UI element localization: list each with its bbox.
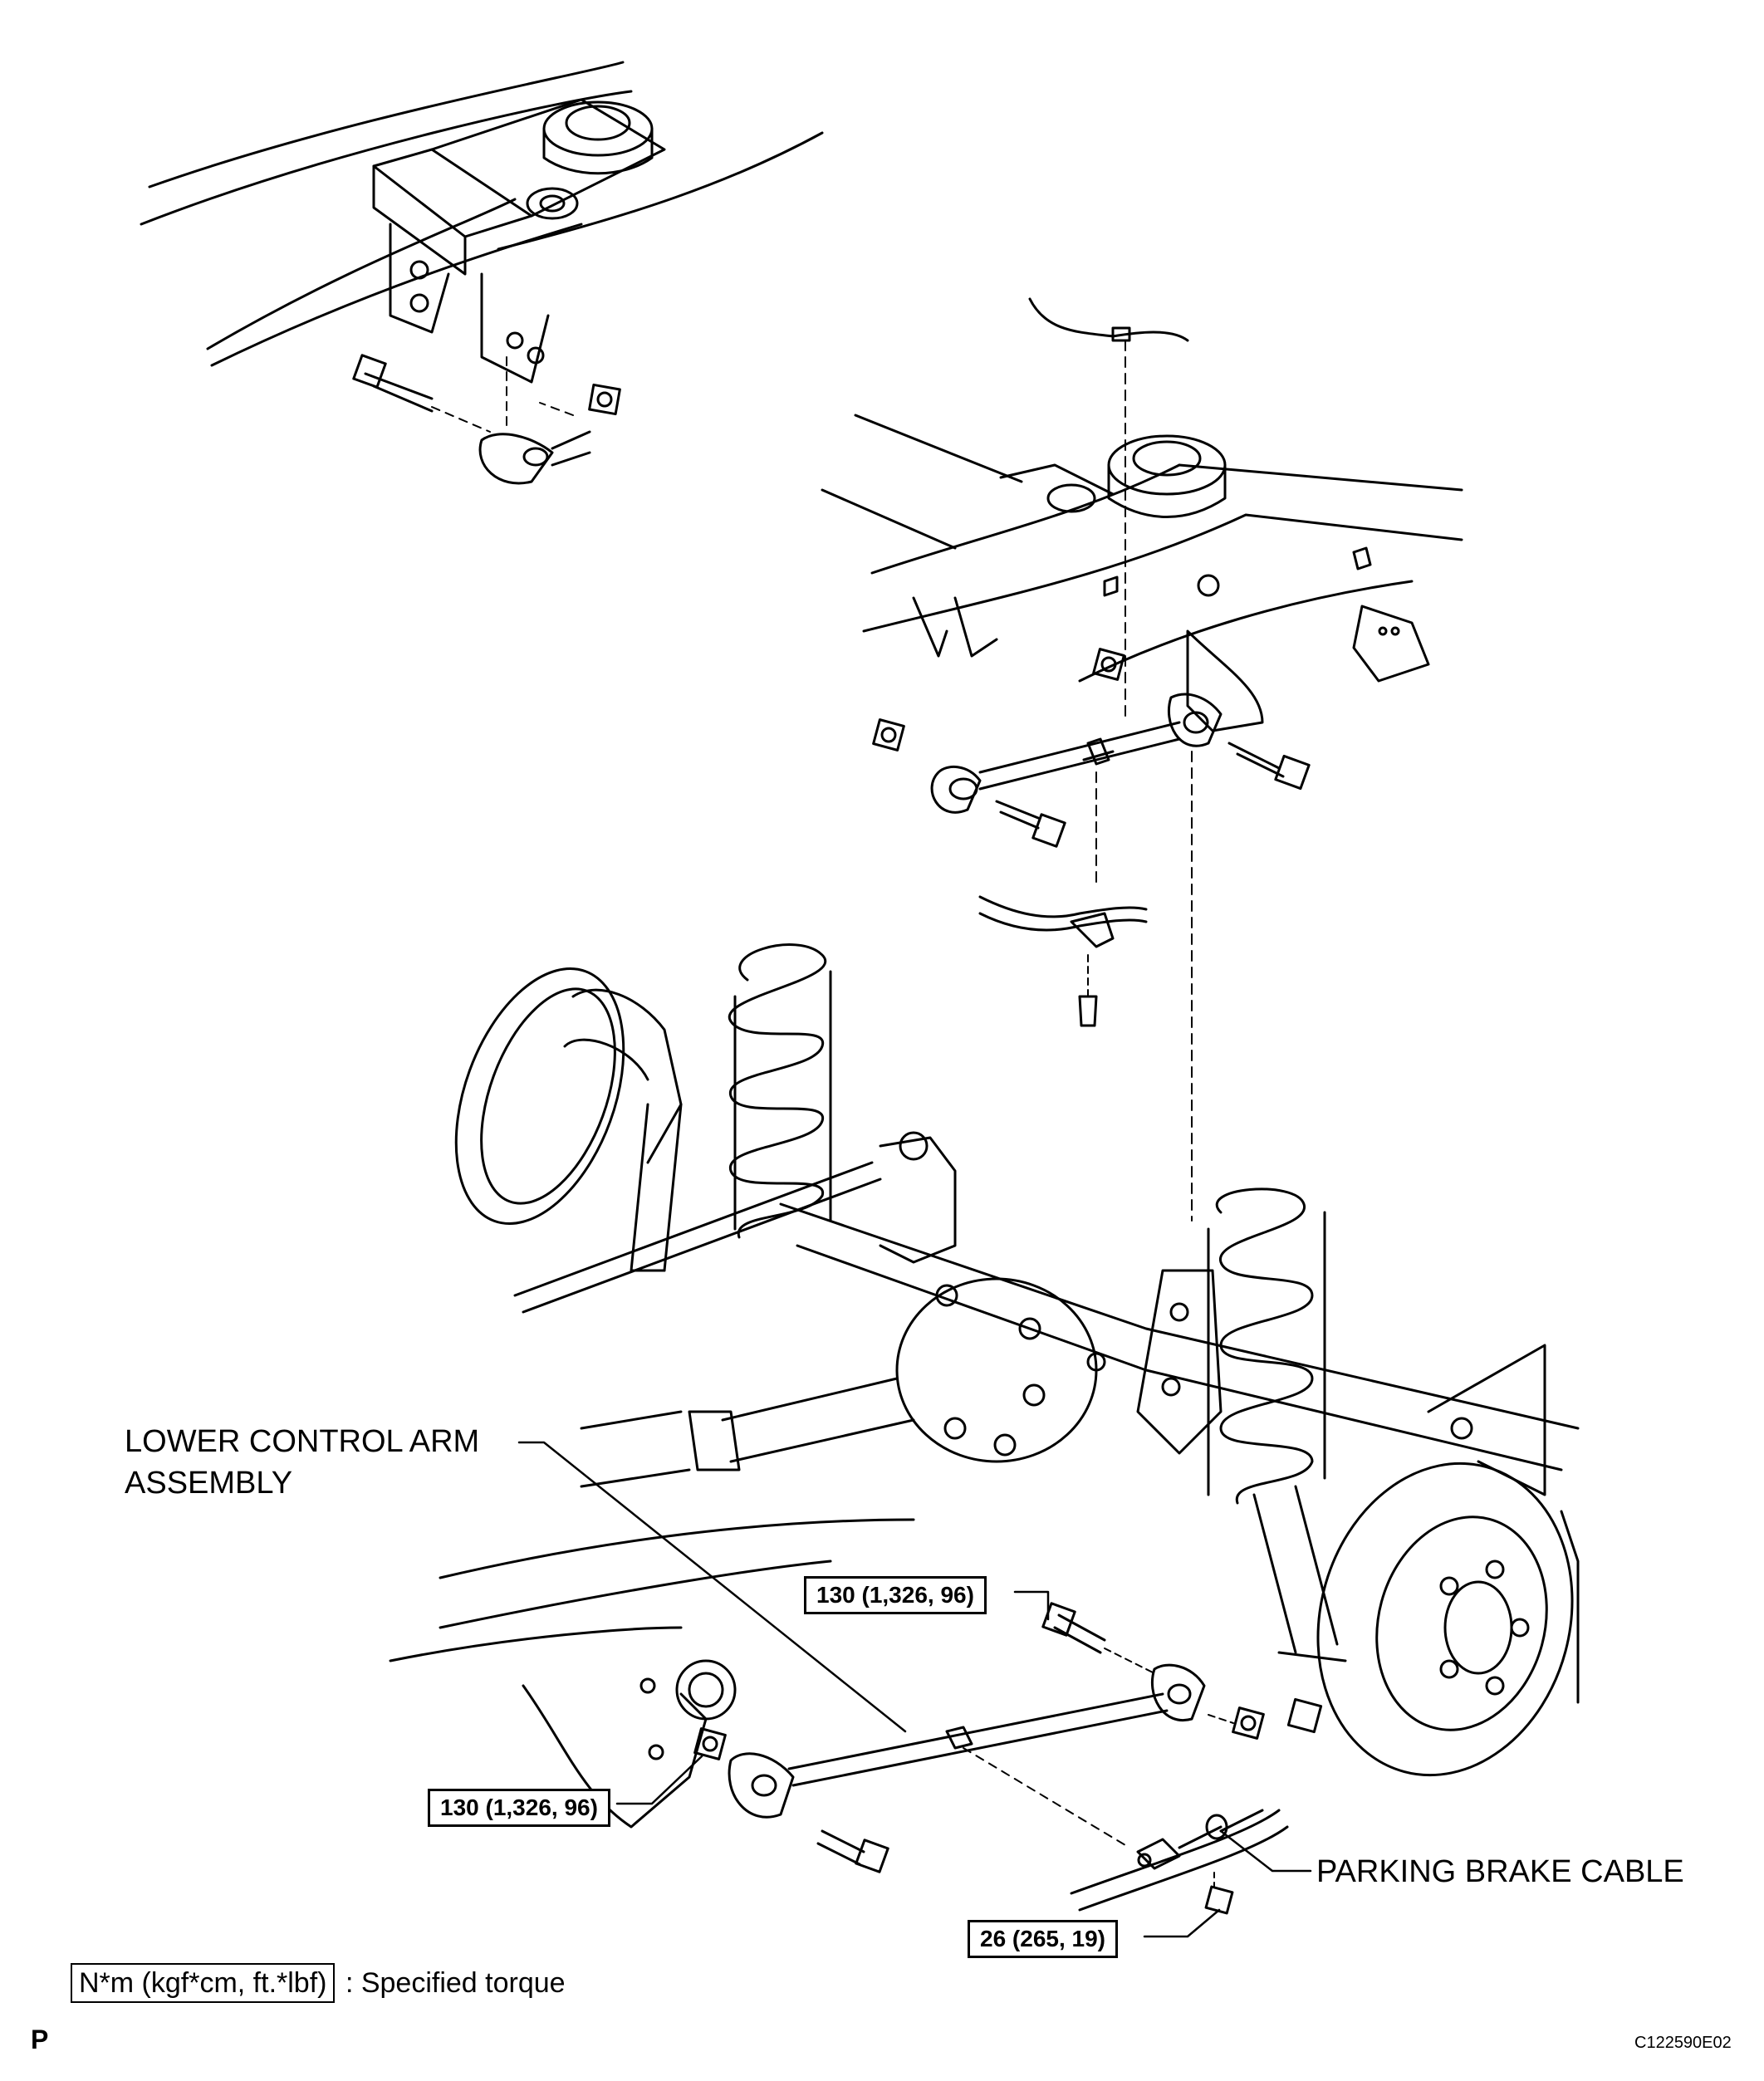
page-mark: P bbox=[31, 2025, 49, 2054]
lower-control-arm-label: LOWER CONTROL ARM ASSEMBLY bbox=[125, 1426, 479, 1499]
lower-control-arm-label-line2: ASSEMBLY bbox=[125, 1466, 293, 1501]
torque-legend-description: : Specified torque bbox=[345, 1967, 566, 1999]
lower-frame-section bbox=[389, 1518, 915, 1829]
upper-control-arm bbox=[872, 648, 1311, 1222]
parking-brake-cable-label: PARKING BRAKE CABLE bbox=[1316, 1854, 1684, 1889]
torque-unit-box: N*m (kgf*cm, ft.*lbf) bbox=[71, 1963, 336, 2003]
torque-cable-bolt: 26 (265, 19) bbox=[968, 1920, 1118, 1958]
frame-upper-section bbox=[821, 297, 1463, 732]
rear-axle-assembly bbox=[454, 943, 1580, 1777]
leader-lines bbox=[517, 1441, 1312, 1938]
lower-control-arm bbox=[693, 1602, 1265, 1873]
parking-brake-cable-assembly bbox=[1070, 1809, 1289, 1915]
figure-code: C122590E02 bbox=[1634, 2034, 1732, 2052]
torque-upper-bolt: 130 (1,326, 96) bbox=[804, 1576, 987, 1614]
lower-control-arm-label-line1: LOWER CONTROL ARM bbox=[125, 1424, 480, 1459]
torque-lower-nut: 130 (1,326, 96) bbox=[428, 1789, 610, 1827]
torque-legend: N*m (kgf*cm, ft.*lbf) : Specified torque bbox=[71, 1963, 566, 2003]
inset-frame-detail bbox=[140, 61, 824, 485]
